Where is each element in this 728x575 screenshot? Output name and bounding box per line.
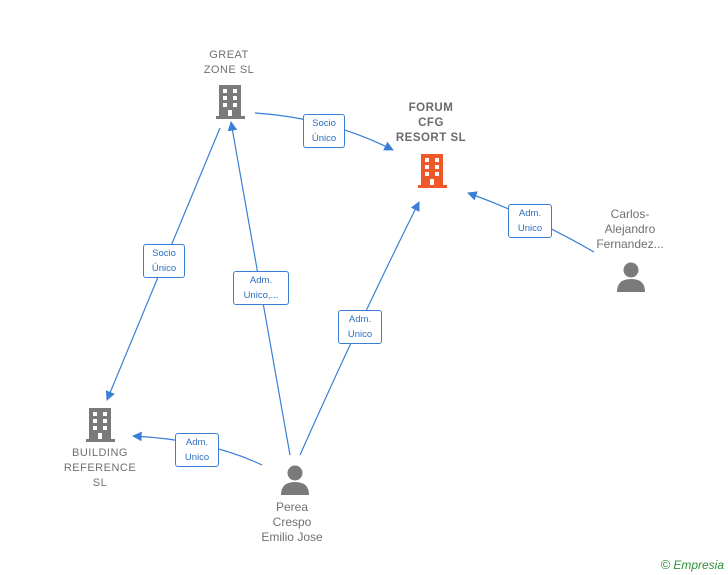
copyright-icon: © [660, 557, 671, 572]
brand-name[interactable]: Empresia [673, 558, 724, 572]
building-icon-main[interactable] [418, 154, 447, 188]
node-label-building-reference[interactable]: BUILDING REFERENCE SL [63, 447, 137, 489]
edge-label-e2[interactable]: Socio Único [143, 244, 185, 278]
edge-label-e6[interactable]: Adm. Unico [508, 204, 552, 238]
edge-label-e3[interactable]: Adm. Unico,... [233, 271, 289, 305]
person-icon[interactable] [281, 465, 309, 496]
person-icon[interactable] [617, 262, 645, 293]
building-icon[interactable] [86, 408, 115, 442]
node-label-forum-cfg[interactable]: FORUM CFG RESORT SL [395, 102, 467, 144]
edge-label-e5[interactable]: Adm. Unico [175, 433, 219, 467]
footer-brand: ©Empresia [661, 557, 724, 572]
node-label-carlos[interactable]: Carlos- Alejandro Fernandez... [596, 207, 664, 251]
edge-label-e1[interactable]: Socio Único [303, 114, 345, 148]
edge-label-e4[interactable]: Adm. Unico [338, 310, 382, 344]
node-label-perea[interactable]: Perea Crespo Emilio Jose [261, 500, 323, 544]
node-label-great-zone[interactable]: GREAT ZONE SL [203, 49, 255, 76]
edges [105, 112, 595, 466]
building-icon[interactable] [216, 85, 246, 119]
